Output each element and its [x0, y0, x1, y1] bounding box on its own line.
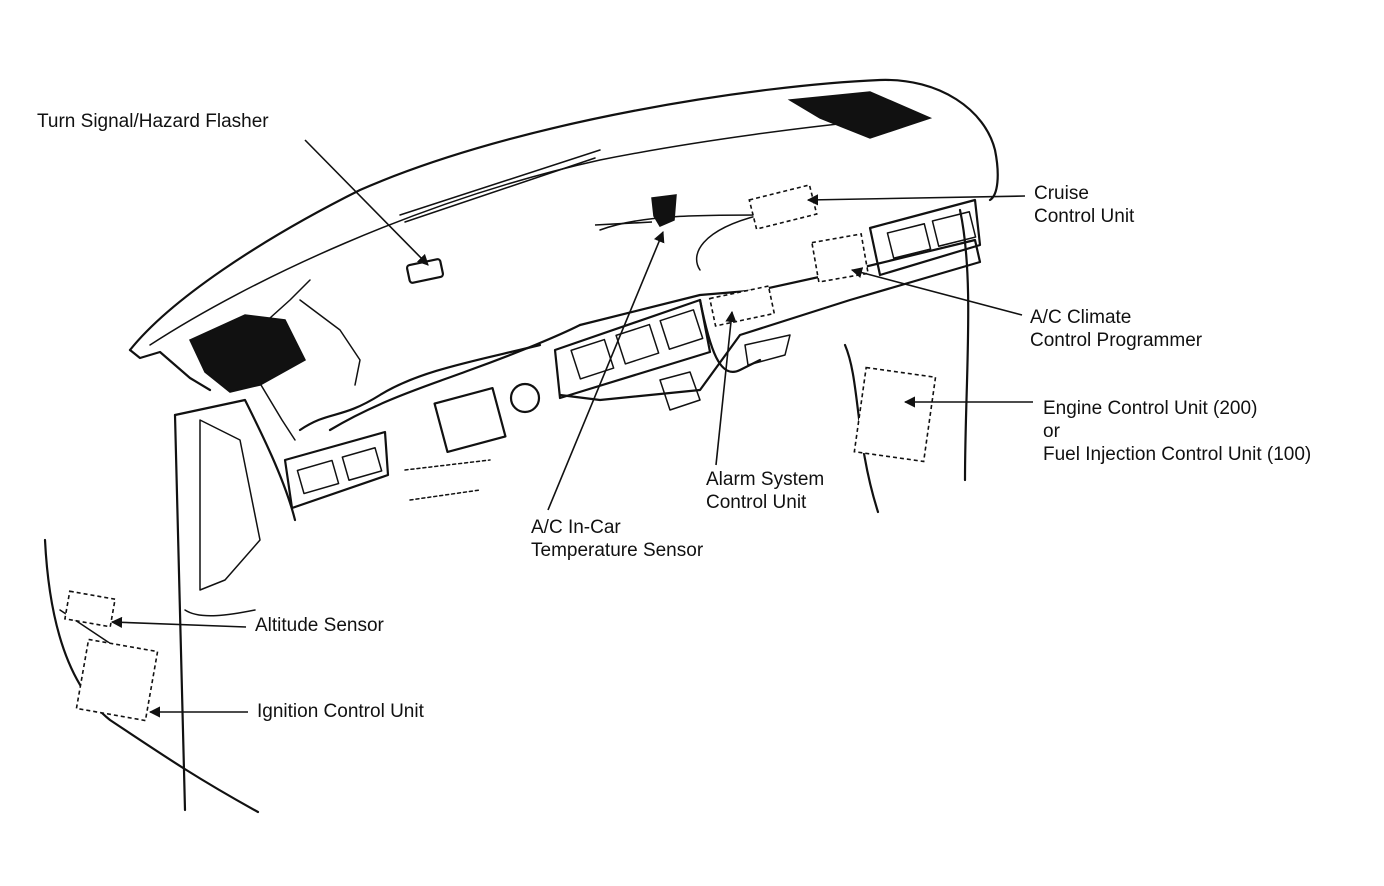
temp-line-1: A/C In-Car [531, 517, 621, 538]
climate-line-1: A/C Climate [1030, 307, 1132, 328]
climate-line-2: Control Programmer [1030, 330, 1203, 351]
alarm-label: Alarm System Control Unit [706, 468, 824, 514]
alarm-leader [715, 310, 737, 466]
ignition-label: Ignition Control Unit [257, 700, 424, 723]
dashboard-body [43, 78, 999, 814]
engine-control-unit [853, 366, 937, 463]
altitude-sensor-unit [63, 590, 117, 628]
ignition-text: Ignition Control Unit [257, 701, 424, 722]
engine-line-3: Fuel Injection Control Unit (100) [1043, 444, 1312, 465]
alarm-line-1: Alarm System [706, 469, 825, 490]
climate-label: A/C Climate Control Programmer [1030, 306, 1202, 352]
engine-line-2: or [1043, 421, 1060, 442]
altitude-leader [110, 616, 247, 628]
cruise-leader [806, 194, 1026, 206]
cruise-line-2: Control Unit [1034, 206, 1135, 227]
turn-signal-text: Turn Signal/Hazard Flasher [37, 111, 269, 132]
alarm-control-unit [708, 285, 776, 327]
altitude-text: Altitude Sensor [255, 615, 384, 636]
climate-programmer-unit [810, 233, 870, 283]
alarm-line-2: Control Unit [706, 492, 807, 513]
turn-signal-leader [304, 139, 429, 266]
cruise-line-1: Cruise [1034, 183, 1089, 204]
altitude-label: Altitude Sensor [255, 614, 384, 637]
engine-label: Engine Control Unit (200) or Fuel Inject… [1043, 397, 1311, 466]
temp-line-2: Temperature Sensor [531, 540, 704, 561]
temp-sensor-label: A/C In-Car Temperature Sensor [531, 516, 703, 562]
climate-leader [850, 267, 1023, 316]
temperature-sensor-unit [651, 194, 677, 227]
turn-signal-label: Turn Signal/Hazard Flasher [37, 110, 269, 133]
cruise-label: Cruise Control Unit [1034, 182, 1134, 228]
engine-line-1: Engine Control Unit (200) [1043, 398, 1258, 419]
cruise-control-unit [748, 183, 818, 231]
ignition-control-unit [75, 638, 159, 722]
temp-leader [547, 230, 665, 511]
temp-leader-upper [594, 221, 653, 226]
